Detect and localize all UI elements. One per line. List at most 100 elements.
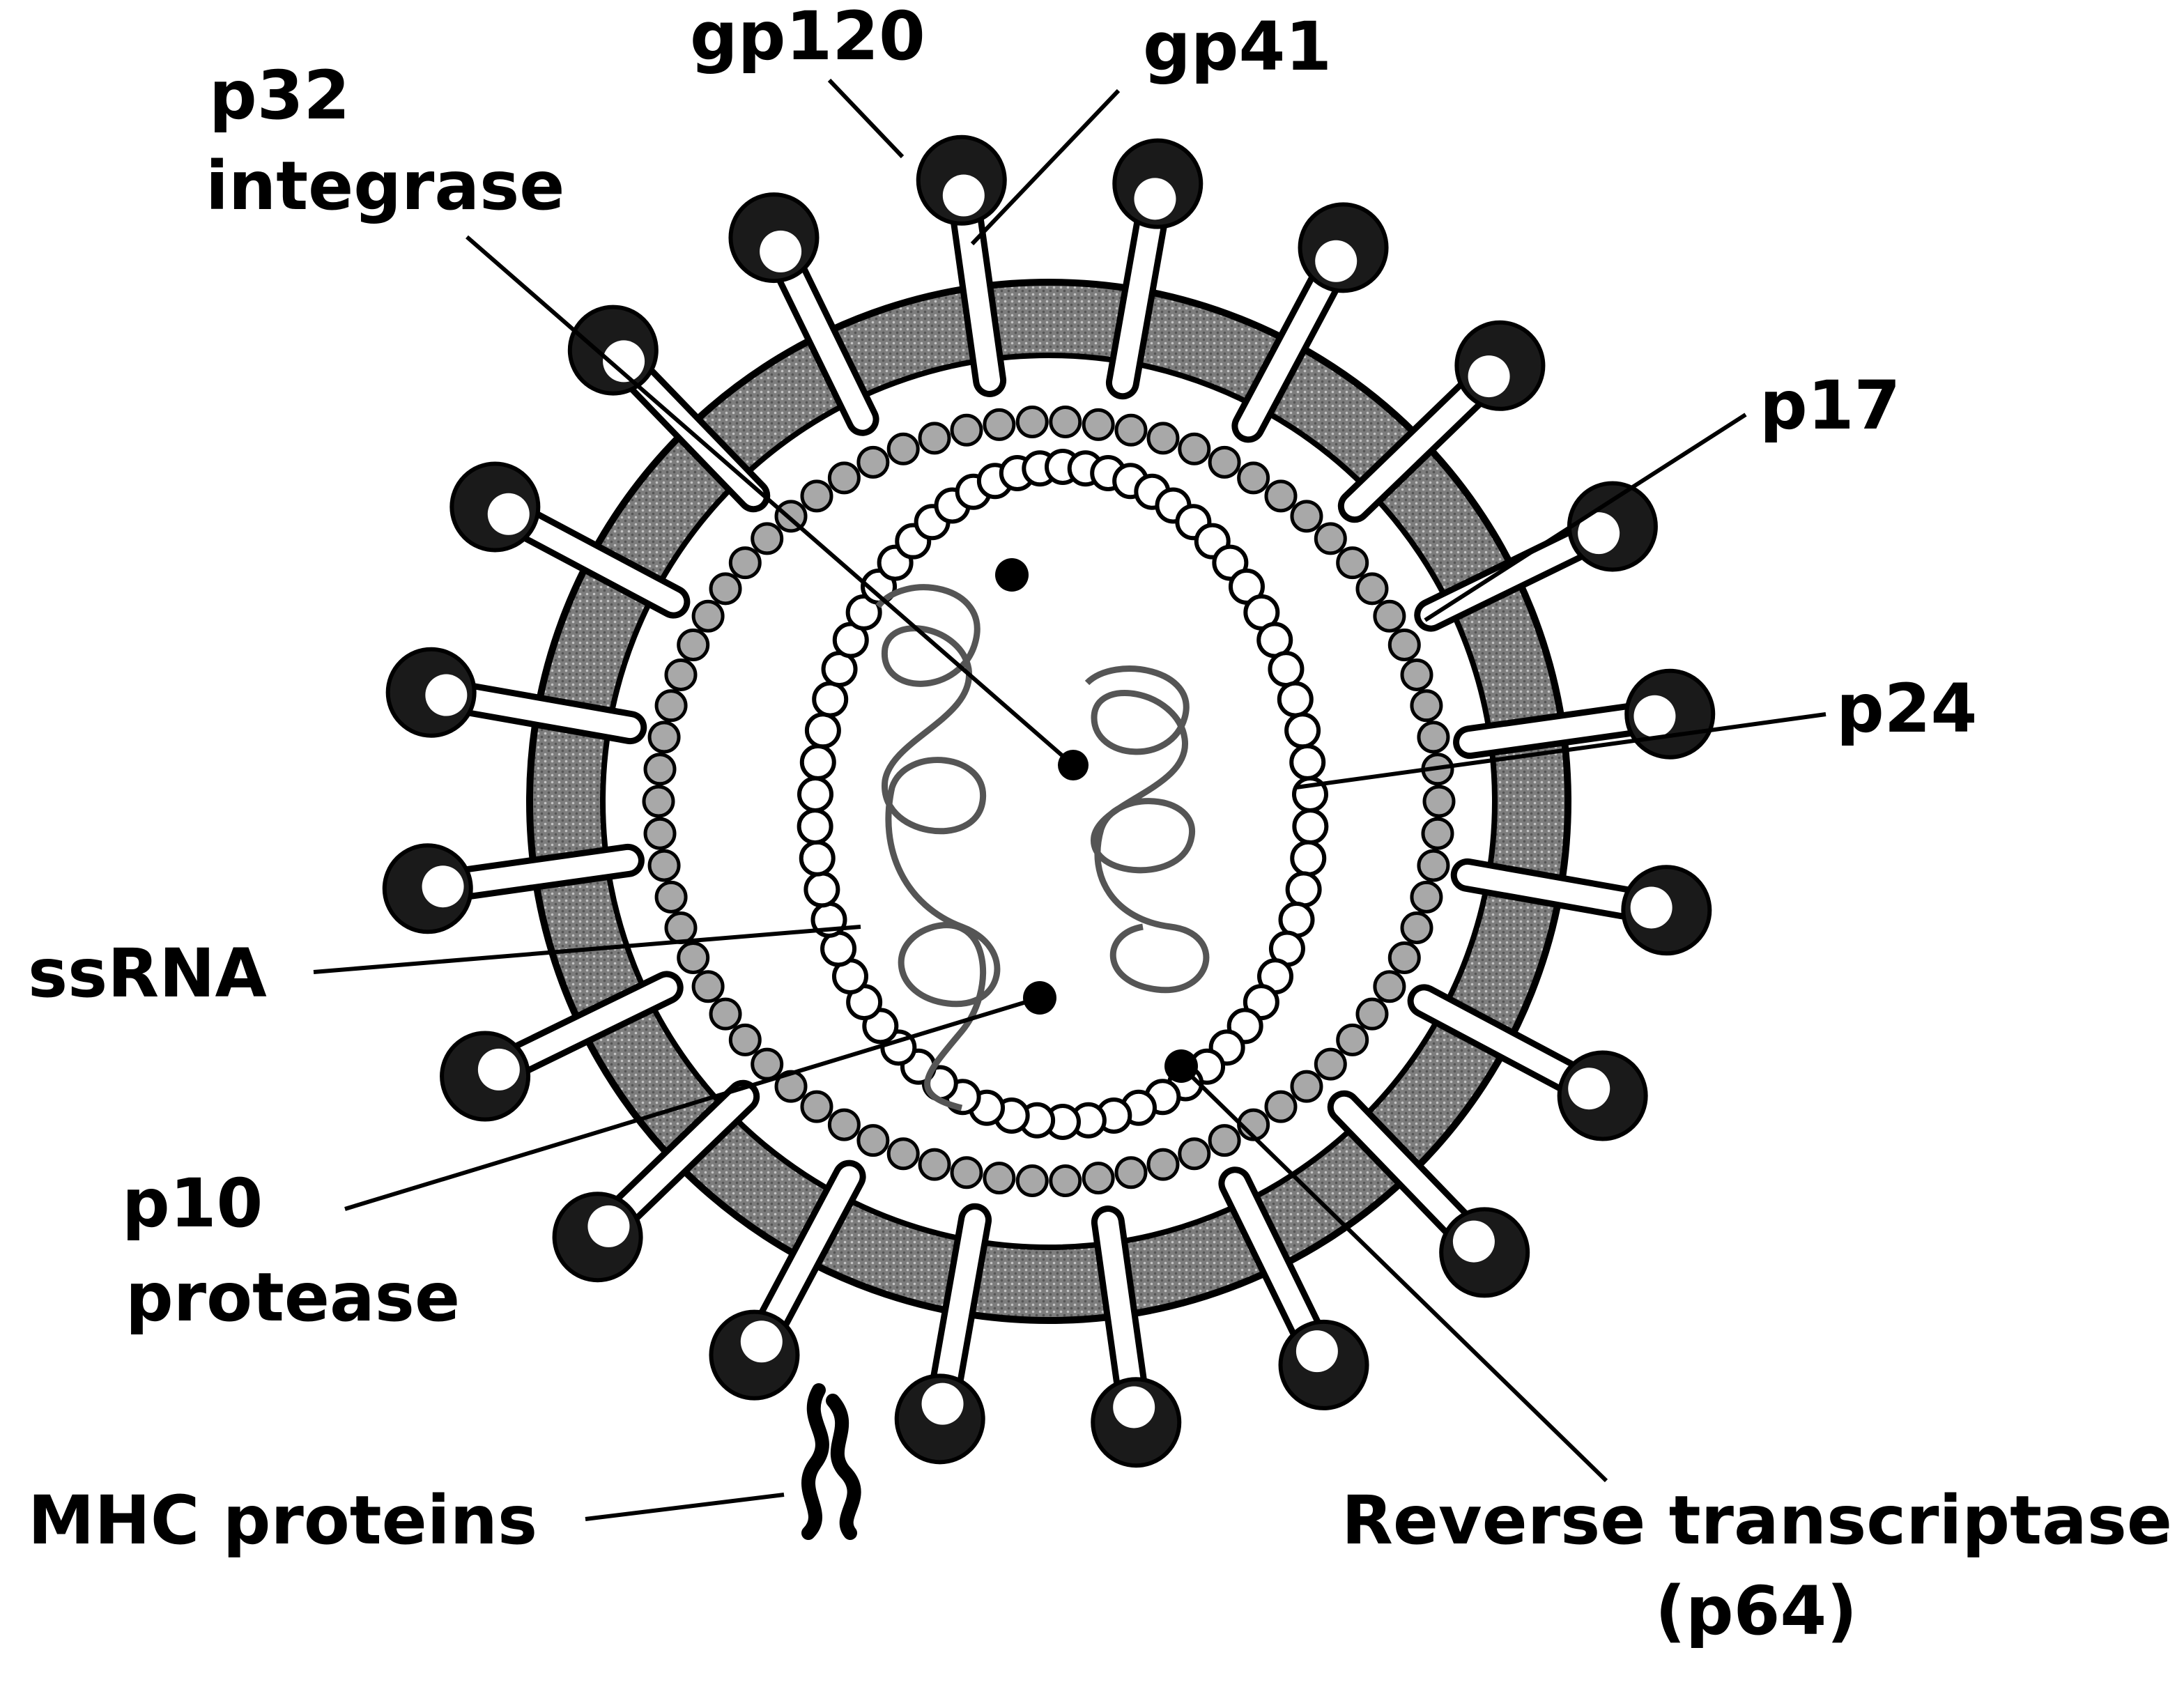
matrix-bead <box>1116 1158 1146 1187</box>
capsid-bead <box>807 714 839 746</box>
gp120-knob-highlight <box>1315 240 1357 282</box>
matrix-bead <box>1424 787 1454 816</box>
matrix-bead <box>753 524 782 553</box>
matrix-bead <box>859 447 888 477</box>
matrix-bead <box>1338 1025 1367 1054</box>
integrase-molecule-top <box>995 558 1029 592</box>
matrix-bead <box>1148 1150 1178 1179</box>
matrix-bead <box>829 463 859 493</box>
matrix-bead <box>920 1150 949 1179</box>
matrix-bead <box>666 914 695 943</box>
matrix-bead <box>1116 415 1146 445</box>
gp120-knob-highlight <box>741 1320 783 1362</box>
matrix-bead <box>1180 1139 1209 1169</box>
matrix-bead <box>859 1126 888 1155</box>
matrix-bead <box>1390 631 1419 660</box>
leader-mhc <box>585 1495 784 1519</box>
gp120-knob-highlight <box>1453 1221 1495 1263</box>
gp120-knob-highlight <box>1134 178 1176 219</box>
matrix-bead <box>889 434 918 463</box>
matrix-bead <box>1375 601 1404 631</box>
matrix-bead <box>1358 999 1387 1029</box>
matrix-bead <box>985 410 1014 439</box>
gp120-knob-highlight <box>1468 355 1510 397</box>
matrix-bead <box>889 1139 918 1169</box>
matrix-bead <box>645 819 675 848</box>
label-protease: protease <box>125 1258 460 1336</box>
label-p24: p24 <box>1836 670 1977 748</box>
capsid-bead <box>806 873 838 905</box>
matrix-bead <box>711 999 740 1029</box>
matrix-bead <box>730 1025 760 1054</box>
label-reverse-transcriptase: Reverse transcriptase <box>1341 1481 2172 1559</box>
label-p32: p32 <box>209 56 350 134</box>
matrix-bead <box>985 1164 1014 1193</box>
matrix-bead <box>1375 972 1404 1001</box>
gp120-knob-highlight <box>422 865 464 907</box>
gp120-knob-highlight <box>1631 886 1672 928</box>
capsid-bead <box>802 746 834 778</box>
matrix-bead <box>711 574 740 603</box>
matrix-bead <box>693 972 723 1001</box>
gp120-knob-highlight <box>587 1205 629 1247</box>
label-p17: p17 <box>1760 367 1900 445</box>
matrix-bead <box>693 601 723 631</box>
matrix-bead <box>1390 943 1419 972</box>
matrix-bead <box>920 424 949 453</box>
matrix-bead <box>1338 548 1367 578</box>
matrix-bead <box>1017 1166 1047 1196</box>
matrix-bead <box>1402 660 1431 689</box>
matrix-bead <box>656 882 686 911</box>
matrix-bead <box>1148 424 1178 453</box>
matrix-bead <box>1412 691 1441 721</box>
capsid-bead <box>1294 810 1326 842</box>
matrix-bead <box>1210 447 1239 477</box>
capsid-bead <box>814 684 846 716</box>
matrix-bead <box>1239 463 1268 493</box>
label-p10: p10 <box>122 1164 263 1242</box>
label-gp120: gp120 <box>690 0 925 75</box>
gp120-knob-highlight <box>488 493 530 535</box>
label-gp41: gp41 <box>1143 8 1332 86</box>
matrix-bead <box>644 787 673 816</box>
capsid-bead <box>801 842 833 875</box>
mhc-protein <box>808 1390 854 1533</box>
matrix-bead <box>666 660 695 689</box>
capsid-bead <box>1286 714 1318 746</box>
matrix-bead <box>802 1092 831 1121</box>
matrix-bead <box>1266 1092 1295 1121</box>
matrix-bead <box>1316 1049 1345 1079</box>
matrix-bead <box>645 755 675 784</box>
matrix-bead <box>1051 1166 1080 1196</box>
label-mhc-proteins: MHC proteins <box>28 1481 537 1559</box>
matrix-bead <box>1180 434 1209 463</box>
matrix-bead <box>1084 1164 1113 1193</box>
gp120-knob-highlight <box>922 1383 964 1425</box>
gp120-knob-highlight <box>425 675 467 716</box>
capsid-bead <box>799 778 831 810</box>
leader-gp120 <box>829 80 902 157</box>
matrix-bead <box>1423 819 1452 848</box>
matrix-bead <box>1292 502 1321 531</box>
matrix-bead <box>1419 723 1448 752</box>
matrix-bead <box>656 691 686 721</box>
capsid-bead <box>1291 746 1323 778</box>
label-integrase: integrase <box>206 147 564 225</box>
capsid-bead <box>1279 684 1312 716</box>
gp120-knob-highlight <box>1296 1330 1338 1372</box>
matrix-bead <box>829 1110 859 1139</box>
matrix-bead <box>1210 1126 1239 1155</box>
matrix-bead <box>802 482 831 511</box>
capsid-bead <box>1270 653 1302 685</box>
gp120-knob-highlight <box>1633 695 1675 737</box>
capsid-bead <box>1288 873 1320 905</box>
gp120-knob-highlight <box>760 231 801 272</box>
label-p64: (p64) <box>1655 1572 1857 1650</box>
gp120-knob-highlight <box>1113 1386 1155 1428</box>
gp120-knob-highlight <box>1568 1068 1610 1109</box>
matrix-bead <box>679 943 708 972</box>
matrix-bead <box>952 1158 981 1187</box>
matrix-bead <box>1292 1072 1321 1101</box>
